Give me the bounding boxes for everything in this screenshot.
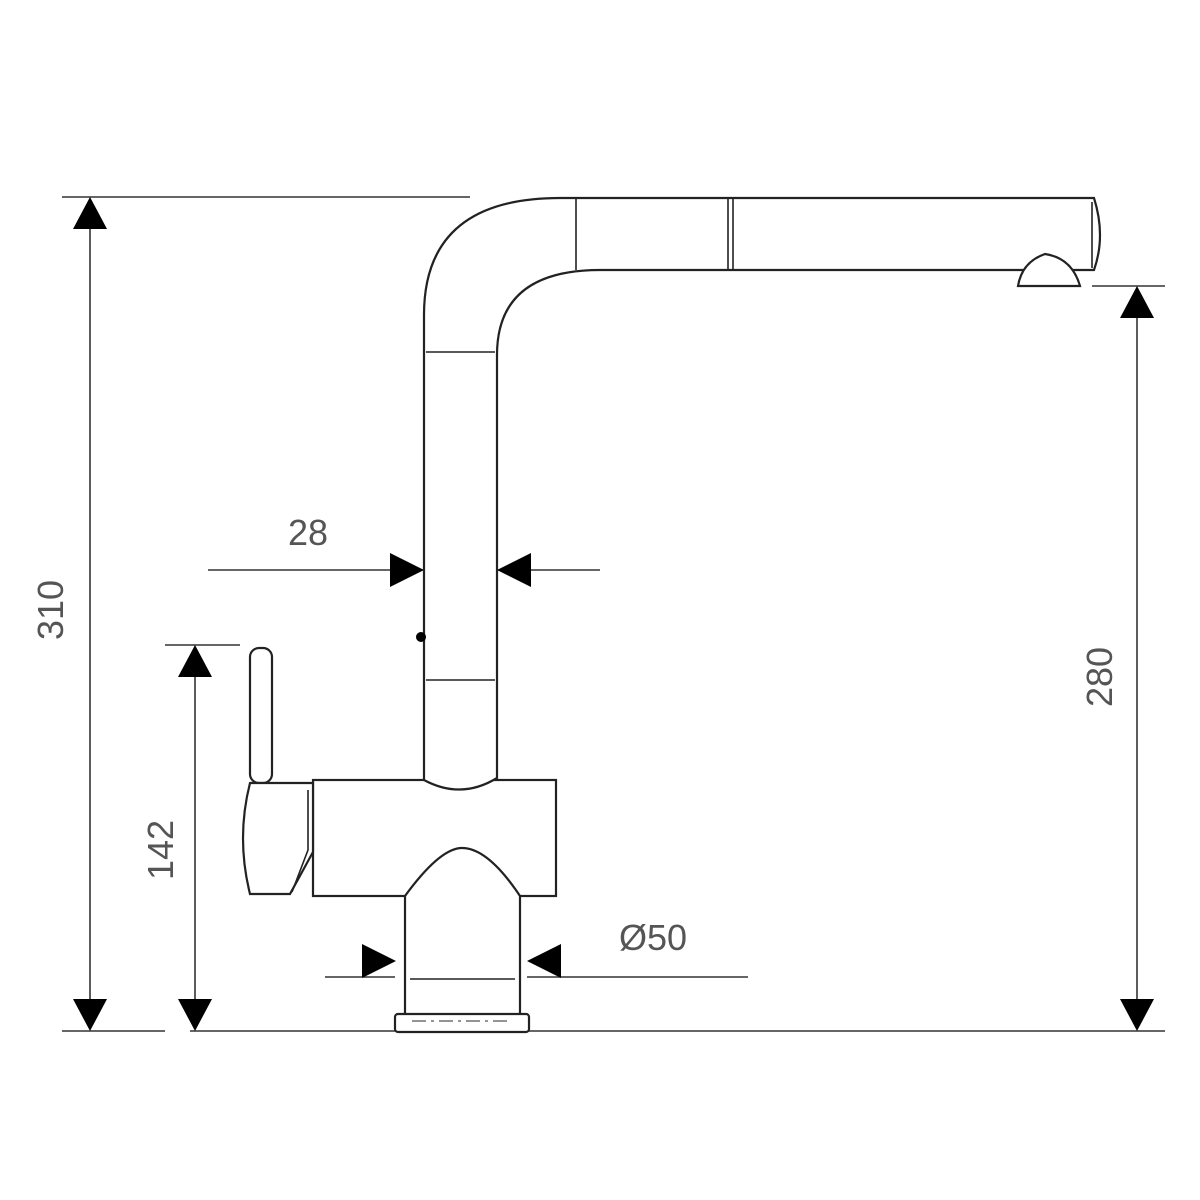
faucet	[241, 196, 1102, 1034]
tube-detail-dot	[416, 632, 426, 642]
arrow-down-icon	[178, 999, 212, 1031]
arrow-down-icon	[73, 999, 107, 1031]
extension-lines	[62, 196, 1165, 1032]
dimension-spout-height: 280	[1079, 286, 1154, 1031]
dimension-total-height: 310	[30, 197, 107, 1031]
dimension-lever-height: 142	[140, 645, 212, 1031]
dimension-tube-diameter: 28	[208, 512, 600, 587]
label-28: 28	[288, 512, 328, 553]
arrow-up-icon	[73, 197, 107, 229]
label-142: 142	[140, 820, 181, 880]
arrow-up-icon	[1120, 286, 1154, 318]
label-280: 280	[1079, 647, 1120, 707]
lever-handle	[248, 646, 274, 785]
lever-cap-edge	[291, 790, 309, 893]
spout-pipe	[422, 196, 1102, 791]
arrow-left-icon	[527, 944, 561, 978]
label-50: Ø50	[619, 917, 687, 958]
dimension-base-diameter: Ø50	[325, 917, 748, 978]
arrow-down-icon	[1120, 999, 1154, 1031]
arrow-right-icon	[362, 944, 396, 978]
lever-cap	[241, 781, 315, 896]
base-plate	[393, 1012, 531, 1034]
spout-outlet	[1016, 252, 1082, 288]
label-310: 310	[30, 580, 71, 640]
arrow-up-icon	[178, 645, 212, 677]
arrow-right-icon	[390, 553, 424, 587]
faucet-shank	[403, 846, 522, 1018]
arrow-left-icon	[497, 553, 531, 587]
